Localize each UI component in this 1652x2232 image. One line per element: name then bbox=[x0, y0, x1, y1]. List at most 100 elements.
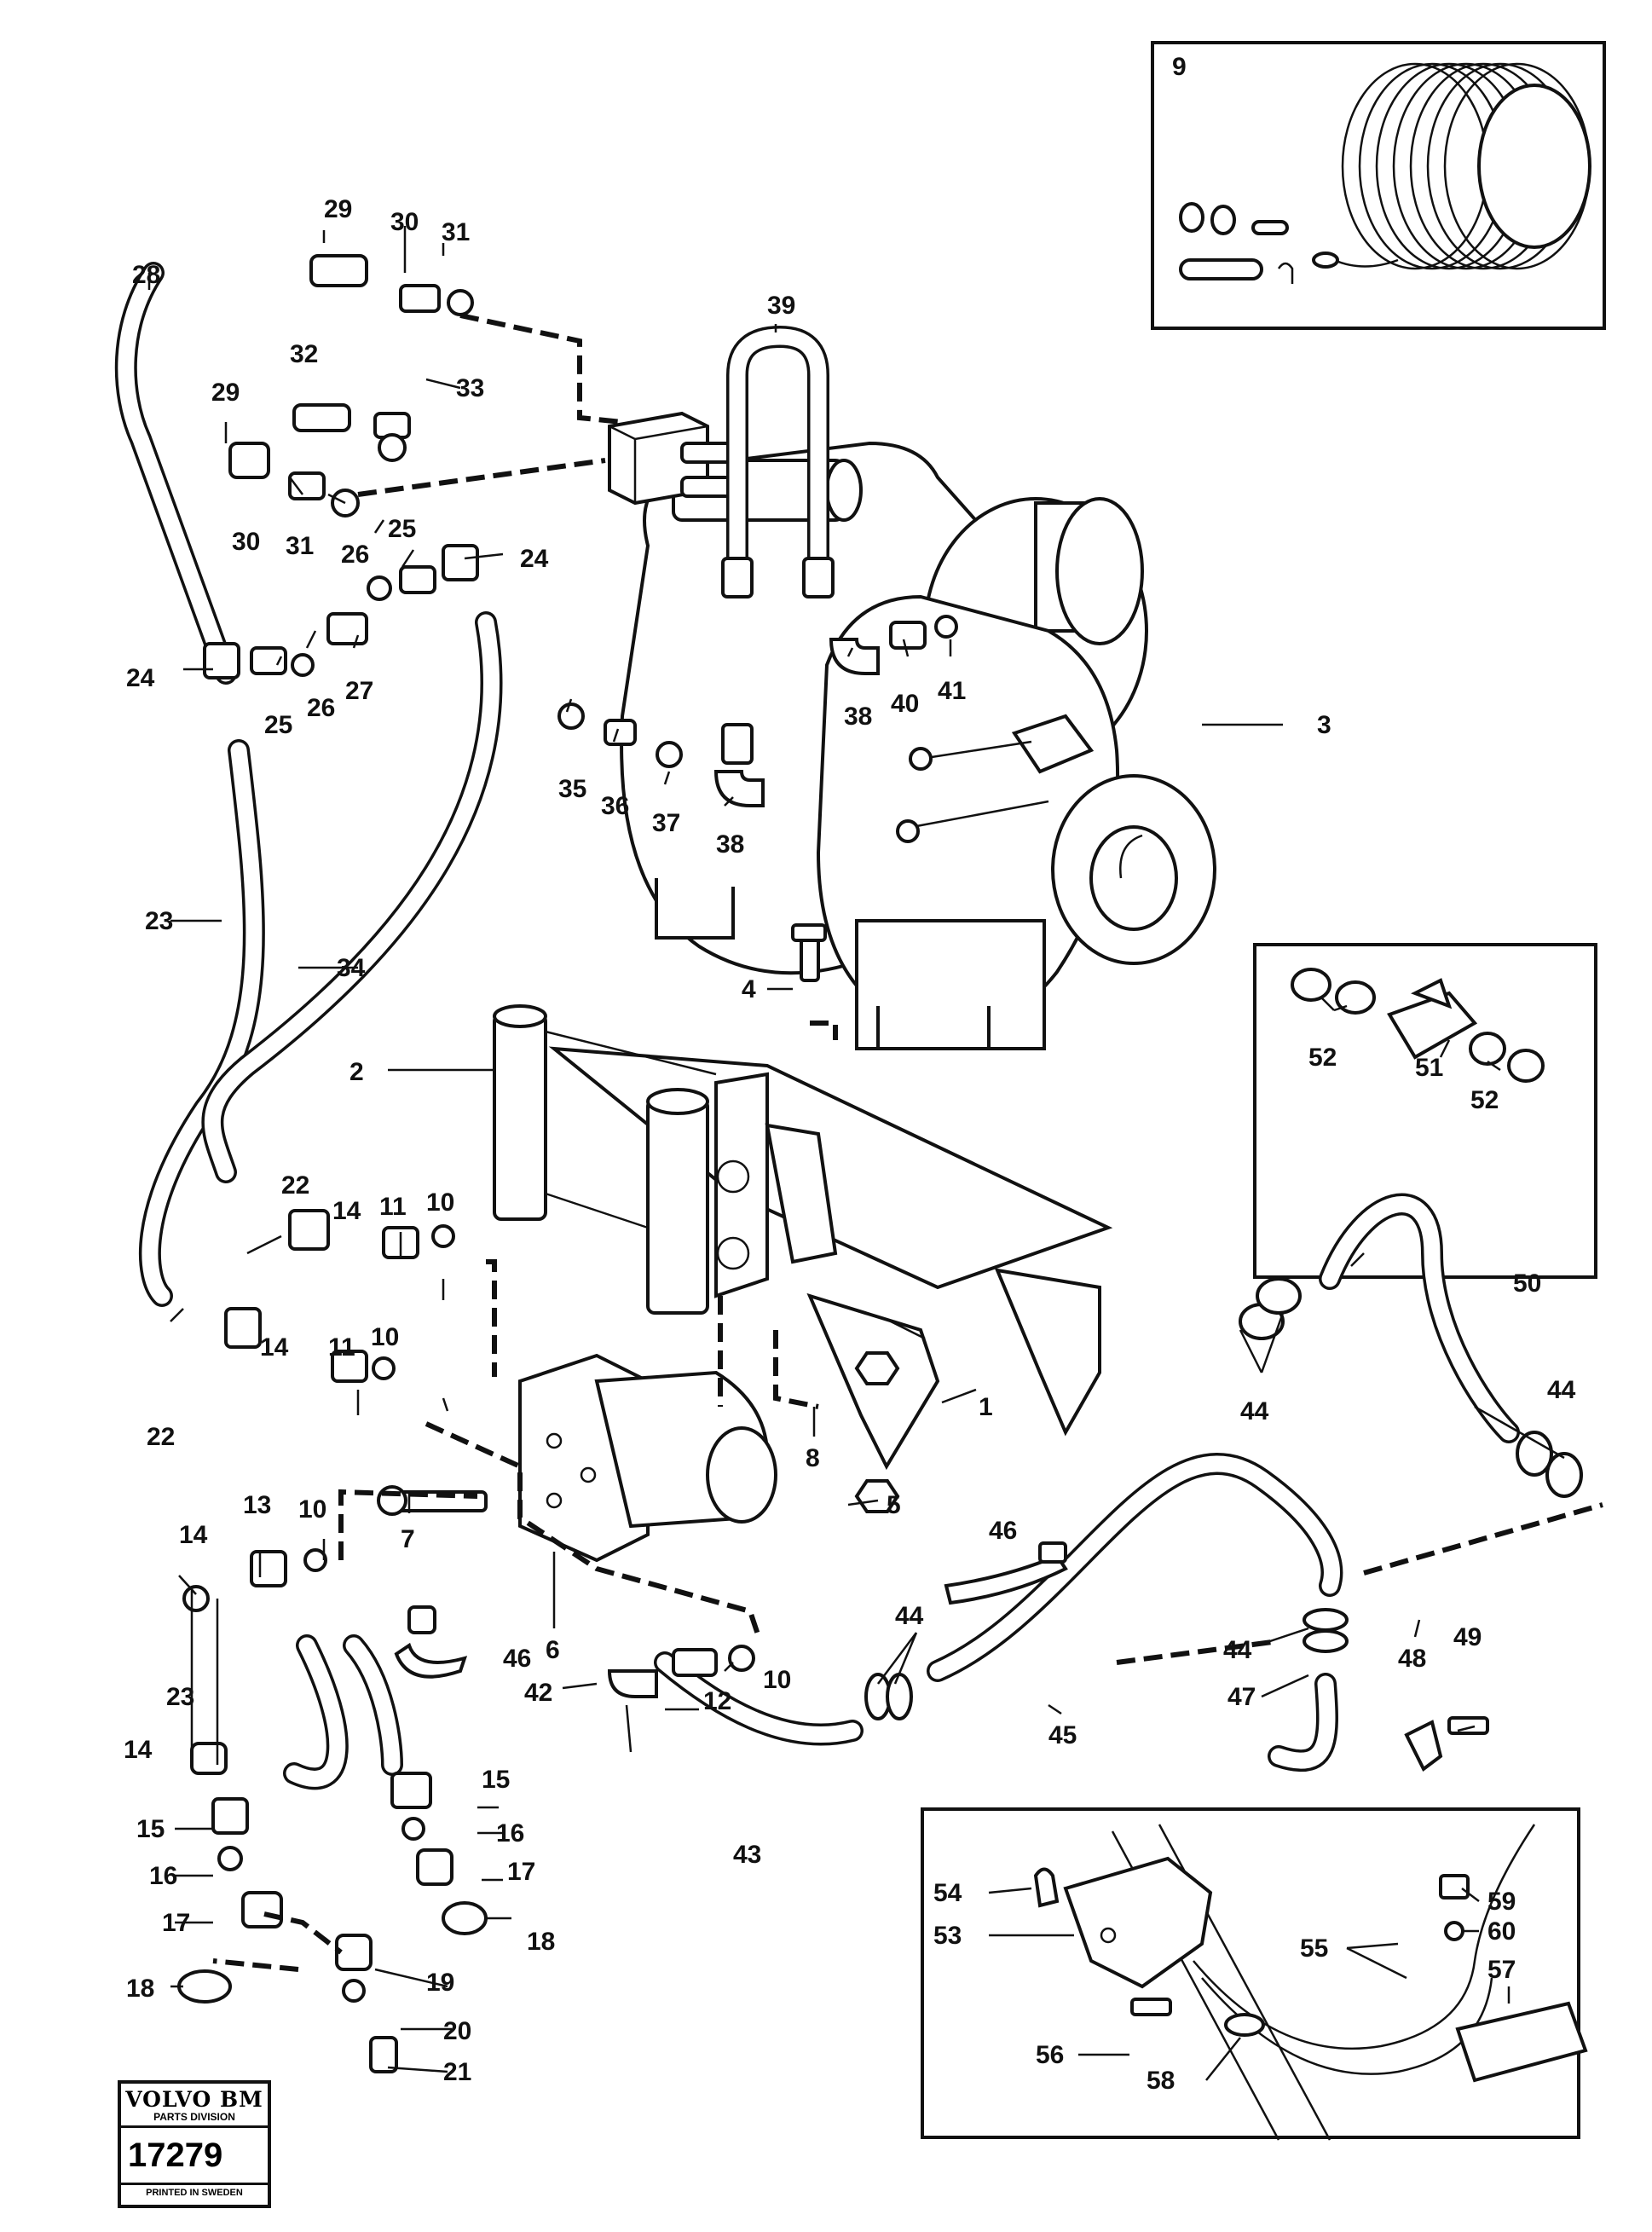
switch-assembly bbox=[1033, 1824, 1588, 2141]
callout-15b: 15 bbox=[482, 1766, 510, 1794]
callout-37: 37 bbox=[652, 809, 680, 837]
callout-27: 27 bbox=[345, 677, 373, 705]
callout-24b: 24 bbox=[126, 664, 155, 692]
callout-52b: 52 bbox=[1470, 1086, 1499, 1114]
callout-48: 48 bbox=[1398, 1645, 1426, 1673]
callout-23b: 23 bbox=[166, 1683, 194, 1711]
callout-32: 32 bbox=[290, 340, 318, 368]
callout-36: 36 bbox=[601, 792, 629, 820]
callout-18a: 18 bbox=[126, 1975, 154, 2003]
callout-22b: 22 bbox=[147, 1423, 175, 1451]
valve-block bbox=[608, 411, 735, 506]
callout-44b: 44 bbox=[1223, 1636, 1252, 1664]
callout-31b: 31 bbox=[286, 532, 314, 560]
clamps bbox=[394, 1277, 1583, 1772]
callout-55: 55 bbox=[1300, 1934, 1328, 1963]
callout-56: 56 bbox=[1036, 2041, 1064, 2069]
callout-labels: 1 2 3 4 5 6 7 8 9 10 10 10 10 11 11 12 1… bbox=[124, 53, 1576, 2095]
callout-49: 49 bbox=[1453, 1623, 1482, 1651]
stamp-drawing-number: 17279 bbox=[128, 2137, 223, 2174]
callout-11b: 11 bbox=[328, 1333, 355, 1362]
callout-33: 33 bbox=[456, 374, 484, 402]
callout-46a: 46 bbox=[989, 1517, 1017, 1545]
callout-10d: 10 bbox=[763, 1666, 791, 1694]
callout-42: 42 bbox=[524, 1679, 552, 1707]
parts-division-stamp: VOLVO BM PARTS DIVISION 17279 PRINTED IN… bbox=[118, 2080, 271, 2208]
callout-30b: 30 bbox=[232, 528, 260, 556]
callout-10c: 10 bbox=[298, 1495, 326, 1524]
callout-38b: 38 bbox=[716, 830, 744, 859]
callout-31a: 31 bbox=[442, 218, 470, 246]
callout-54: 54 bbox=[933, 1879, 962, 1907]
callout-25b: 25 bbox=[264, 711, 292, 739]
assembly-lines bbox=[212, 313, 1603, 1972]
callout-20: 20 bbox=[443, 2017, 471, 2045]
callout-26b: 26 bbox=[307, 694, 335, 722]
callout-4: 4 bbox=[742, 975, 756, 1003]
callout-44d: 44 bbox=[1547, 1376, 1576, 1404]
callout-53: 53 bbox=[933, 1922, 962, 1950]
callout-8: 8 bbox=[806, 1444, 820, 1472]
callout-14a: 14 bbox=[332, 1197, 361, 1225]
callout-47: 47 bbox=[1227, 1683, 1256, 1711]
engine bbox=[620, 441, 1216, 1050]
tee-pipe-clamps bbox=[1291, 968, 1545, 1083]
callout-45: 45 bbox=[1048, 1721, 1077, 1749]
callout-14c: 14 bbox=[179, 1521, 208, 1549]
cable-coil bbox=[1179, 62, 1591, 284]
callout-14d: 14 bbox=[124, 1736, 153, 1764]
callout-14b: 14 bbox=[260, 1333, 289, 1362]
callout-34: 34 bbox=[337, 954, 366, 982]
callout-59: 59 bbox=[1487, 1888, 1516, 1916]
callout-1: 1 bbox=[979, 1393, 993, 1421]
callout-16b: 16 bbox=[496, 1819, 524, 1847]
callout-21: 21 bbox=[443, 2058, 471, 2086]
callout-29b: 29 bbox=[211, 379, 240, 407]
callout-40: 40 bbox=[891, 690, 919, 718]
callout-16a: 16 bbox=[149, 1862, 177, 1890]
callout-35: 35 bbox=[558, 775, 586, 803]
u-pipe bbox=[713, 325, 880, 807]
stamp-brand: VOLVO BM bbox=[125, 2087, 263, 2112]
callout-7: 7 bbox=[401, 1525, 415, 1553]
callout-10b: 10 bbox=[371, 1323, 399, 1351]
callout-29a: 29 bbox=[324, 195, 352, 223]
callout-52a: 52 bbox=[1308, 1044, 1337, 1072]
inset-frame-switch bbox=[921, 1807, 1580, 2139]
callout-57: 57 bbox=[1487, 1956, 1516, 1984]
callout-25a: 25 bbox=[388, 515, 416, 543]
leader-lines bbox=[147, 226, 1565, 2081]
callout-44a: 44 bbox=[895, 1602, 924, 1630]
hydraulic-motor bbox=[518, 1353, 777, 1563]
callout-6: 6 bbox=[546, 1636, 560, 1664]
callout-12: 12 bbox=[703, 1687, 731, 1715]
callout-18b: 18 bbox=[527, 1928, 555, 1956]
callout-22a: 22 bbox=[281, 1171, 309, 1200]
winch-frame bbox=[493, 1004, 1113, 1471]
callout-11a: 11 bbox=[379, 1193, 407, 1221]
callout-9: 9 bbox=[1172, 53, 1187, 81]
callout-17b: 17 bbox=[507, 1858, 535, 1886]
callout-60: 60 bbox=[1487, 1917, 1516, 1946]
stamp-division: PARTS DIVISION bbox=[121, 2111, 268, 2128]
callout-28: 28 bbox=[132, 261, 160, 289]
stamp-printed: PRINTED IN SWEDEN bbox=[121, 2183, 268, 2198]
callout-19: 19 bbox=[426, 1969, 454, 1997]
callout-26a: 26 bbox=[341, 541, 369, 569]
callout-24a: 24 bbox=[520, 545, 549, 573]
callout-41: 41 bbox=[938, 677, 966, 705]
callout-43: 43 bbox=[733, 1841, 761, 1869]
callout-58: 58 bbox=[1147, 2067, 1175, 2095]
callout-30a: 30 bbox=[390, 208, 419, 236]
hoses bbox=[114, 262, 1520, 1790]
callout-10a: 10 bbox=[426, 1188, 454, 1217]
callout-50: 50 bbox=[1513, 1269, 1541, 1298]
callout-23a: 23 bbox=[145, 907, 173, 935]
callout-51: 51 bbox=[1415, 1054, 1443, 1082]
callout-13: 13 bbox=[243, 1491, 271, 1519]
callout-44c: 44 bbox=[1240, 1397, 1269, 1425]
callout-38a: 38 bbox=[844, 703, 872, 731]
callout-46b: 46 bbox=[503, 1645, 531, 1673]
callout-3: 3 bbox=[1317, 711, 1331, 739]
